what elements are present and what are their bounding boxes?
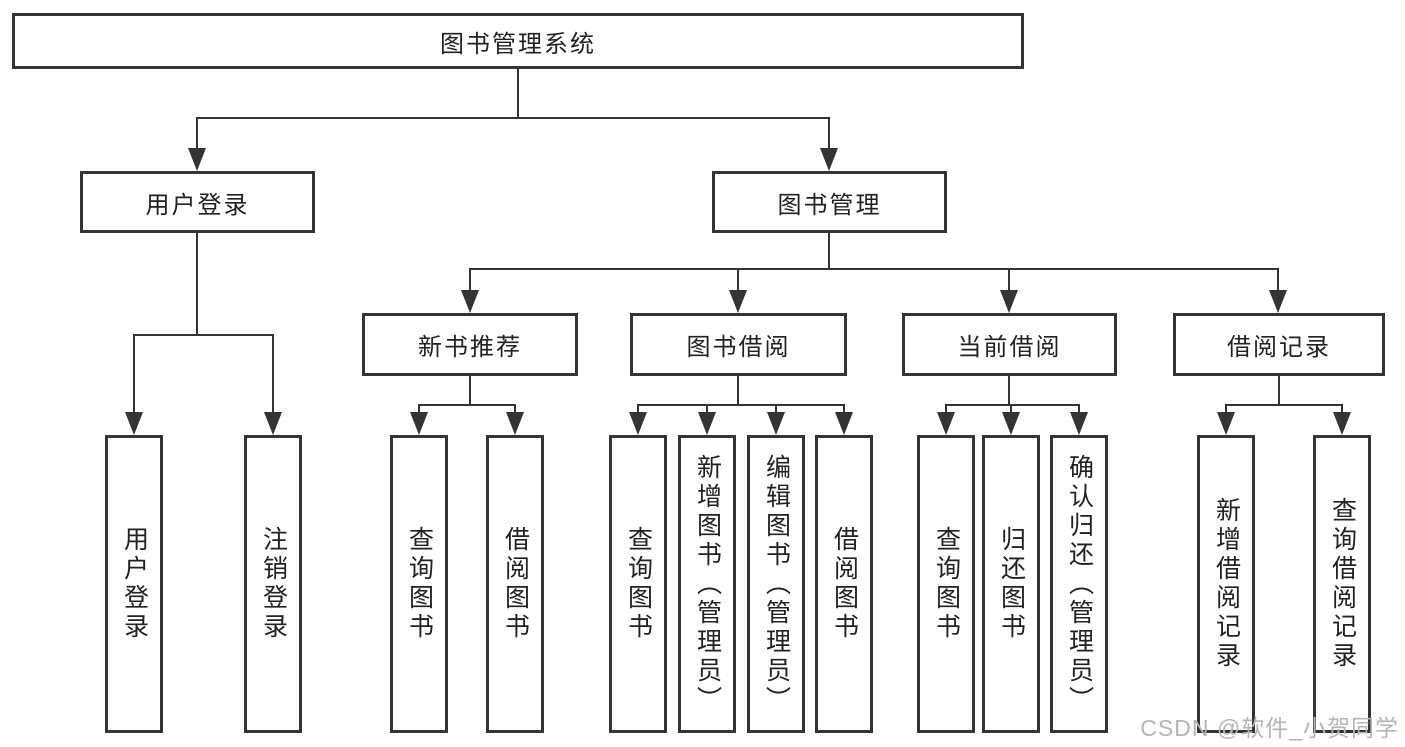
connector-line <box>469 268 471 296</box>
arrowhead-down <box>1070 412 1088 435</box>
leaf-borrow-borrow-books: 借阅图书 <box>815 435 873 733</box>
leaf-current-return-books: 归还图书 <box>982 435 1040 733</box>
connector-line <box>469 268 1279 270</box>
connector-line <box>517 69 519 119</box>
leaf-label: 归还图书 <box>997 526 1026 642</box>
leaf-newbook-borrow-books: 借阅图书 <box>486 435 544 733</box>
leaf-label: 查询图书 <box>932 526 961 642</box>
leaf-current-query-books: 查询图书 <box>917 435 975 733</box>
connector-line <box>706 404 708 418</box>
leaf-logout: 注销登录 <box>244 435 302 733</box>
connector-line <box>196 117 830 119</box>
connector-line <box>1008 376 1010 406</box>
connector-line <box>1278 376 1280 406</box>
arrowhead-down <box>767 412 785 435</box>
arrowhead-down <box>506 412 524 435</box>
connector-line <box>272 334 274 416</box>
leaf-borrow-add-books-admin: 新增图书（管理员） <box>678 435 736 733</box>
arrowhead-down <box>1333 412 1351 435</box>
arrowhead-down <box>410 412 428 435</box>
leaf-label: 查询借阅记录 <box>1328 497 1357 671</box>
node-book-management: 图书管理 <box>712 171 947 233</box>
connector-line <box>843 404 845 418</box>
connector-line <box>1078 404 1080 418</box>
leaf-label: 确认归还（管理员） <box>1065 453 1094 715</box>
connector-line <box>828 233 830 270</box>
connector-line <box>1225 404 1343 406</box>
leaf-label: 注销登录 <box>259 526 288 642</box>
node-user-login: 用户登录 <box>80 171 315 233</box>
connector-line <box>737 376 739 406</box>
arrowhead-down <box>820 148 838 171</box>
leaf-records-query-record: 查询借阅记录 <box>1313 435 1371 733</box>
node-borrowing-records: 借阅记录 <box>1173 313 1385 376</box>
arrowhead-down <box>125 412 143 435</box>
node-book-borrowing: 图书借阅 <box>630 313 847 376</box>
arrowhead-down <box>629 412 647 435</box>
connector-line <box>1010 404 1012 418</box>
leaf-label: 编辑图书（管理员） <box>762 453 791 715</box>
arrowhead-down <box>264 412 282 435</box>
connector-line <box>514 404 516 418</box>
connector-line <box>1008 268 1010 296</box>
arrowhead-down <box>188 148 206 171</box>
connector-line <box>637 404 639 418</box>
leaf-newbook-query-books: 查询图书 <box>390 435 448 733</box>
connector-line <box>1277 268 1279 296</box>
connector-line <box>945 404 947 418</box>
leaf-borrow-edit-books-admin: 编辑图书（管理员） <box>747 435 805 733</box>
leaf-records-add-record: 新增借阅记录 <box>1197 435 1255 733</box>
leaf-current-confirm-return-admin: 确认归还（管理员） <box>1050 435 1108 733</box>
leaf-label: 查询图书 <box>405 526 434 642</box>
arrowhead-down <box>461 290 479 313</box>
leaf-borrow-query-books: 查询图书 <box>609 435 667 733</box>
connector-line <box>133 334 274 336</box>
arrowhead-down <box>729 290 747 313</box>
arrowhead-down <box>1217 412 1235 435</box>
connector-line <box>775 404 777 418</box>
arrowhead-down <box>937 412 955 435</box>
connector-line <box>133 334 135 416</box>
leaf-label: 查询图书 <box>624 526 653 642</box>
node-current-borrowing: 当前借阅 <box>902 313 1117 376</box>
connector-line <box>469 376 471 406</box>
connector-line <box>418 404 420 418</box>
connector-line <box>945 404 1080 406</box>
leaf-label: 新增图书（管理员） <box>693 453 722 715</box>
leaf-user-login: 用户登录 <box>105 435 163 733</box>
connector-line <box>1225 404 1227 418</box>
connector-line <box>828 117 830 151</box>
arrowhead-down <box>1269 290 1287 313</box>
connector-line <box>196 117 198 151</box>
leaf-label: 新增借阅记录 <box>1212 497 1241 671</box>
leaf-label: 借阅图书 <box>830 526 859 642</box>
node-new-book-recommend: 新书推荐 <box>362 313 578 376</box>
connector-line <box>637 404 845 406</box>
csdn-watermark: CSDN @软件_小贺同学 <box>1140 715 1399 741</box>
leaf-label: 借阅图书 <box>501 526 530 642</box>
connector-line <box>1341 404 1343 418</box>
arrowhead-down <box>1002 412 1020 435</box>
connector-line <box>418 404 516 406</box>
connector-line <box>737 268 739 296</box>
leaf-label: 用户登录 <box>120 526 149 642</box>
connector-line <box>196 233 198 336</box>
arrowhead-down <box>1000 290 1018 313</box>
arrowhead-down <box>835 412 853 435</box>
node-library-management-system: 图书管理系统 <box>12 13 1024 69</box>
arrowhead-down <box>698 412 716 435</box>
